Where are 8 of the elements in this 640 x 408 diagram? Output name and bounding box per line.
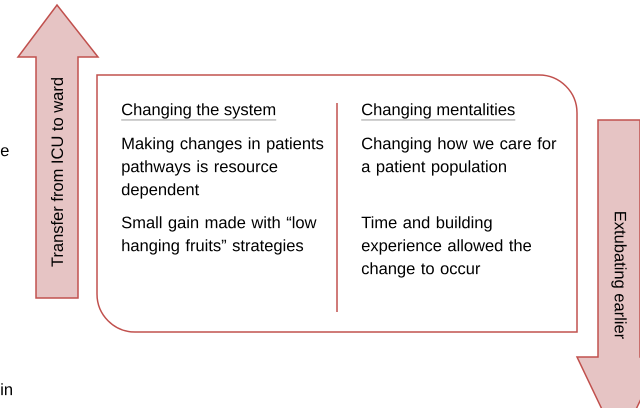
body-text: Small gain made with “low hanging fruits” strategies	[122, 216, 317, 255]
column-heading: Changing the system	[121, 103, 276, 120]
text-fragment: in	[1, 383, 12, 396]
body-text: Changing how we care for a patient population	[362, 137, 556, 176]
column-heading: Changing mentalities	[361, 103, 516, 120]
body-text: Time and building experience allowed the change to occur	[362, 216, 532, 278]
body-text: Making changes in patients pathways is resource dependent	[122, 137, 324, 199]
rounded-panel	[96, 74, 578, 333]
